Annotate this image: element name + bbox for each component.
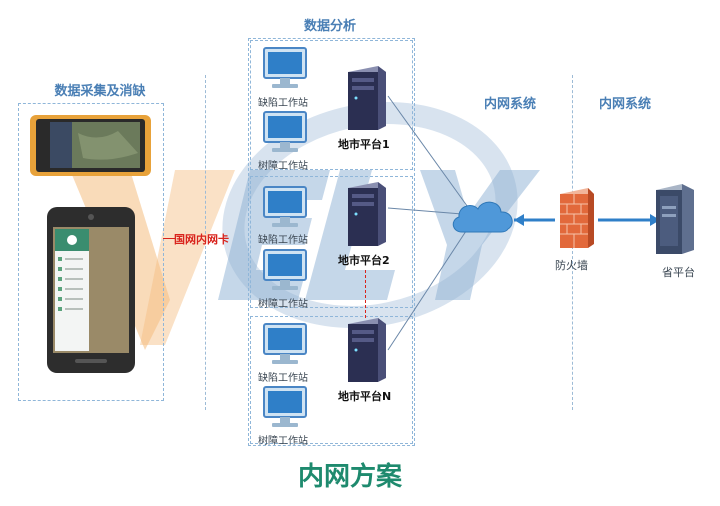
analysis-box — [248, 38, 415, 446]
server-label: 地市平台N — [338, 390, 392, 403]
province-label: 省平台 — [662, 266, 695, 279]
platform-link — [365, 270, 366, 318]
cloud-icon — [452, 201, 513, 233]
platform-group-1 — [250, 40, 413, 170]
server-icon — [348, 182, 386, 246]
workstation-label: 缺陷工作站 — [258, 235, 308, 246]
handheld-phone-icon — [47, 207, 135, 373]
tablet-device-icon — [30, 115, 151, 176]
card-arrow — [163, 238, 175, 240]
section-title-collection: 数据采集及消缺 — [54, 84, 146, 99]
monitor-icon — [263, 323, 307, 364]
platform-group-n — [250, 316, 413, 444]
workstation-label: 缺陷工作站 — [258, 98, 308, 109]
server-label: 地市平台2 — [338, 254, 390, 267]
firewall-icon — [560, 188, 594, 248]
monitor-icon — [263, 47, 307, 88]
province-server-icon — [656, 184, 694, 254]
monitor-icon — [263, 186, 307, 227]
monitor-icon — [263, 111, 307, 152]
monitor-icon — [263, 386, 307, 427]
workstation-label: 缺陷工作站 — [258, 373, 308, 384]
platform-group-2 — [250, 176, 413, 308]
separator-line — [205, 75, 206, 410]
collection-box — [18, 103, 164, 401]
footer-title: 内网方案 — [297, 462, 402, 492]
firewall-label: 防火墙 — [555, 259, 588, 272]
workstation-label: 树障工作站 — [258, 436, 308, 447]
section-title-intranet-2: 内网系统 — [598, 97, 651, 112]
workstation-label: 树障工作站 — [258, 161, 308, 172]
server-label: 地市平台1 — [338, 138, 390, 151]
workstation-label: 树障工作站 — [258, 299, 308, 310]
monitor-icon — [263, 249, 307, 290]
section-title-analysis: 数据分析 — [303, 19, 356, 34]
card-label: 国网内网卡 — [174, 233, 229, 246]
server-icon — [348, 318, 386, 382]
server-icon — [348, 66, 386, 130]
section-title-intranet-1: 内网系统 — [483, 97, 536, 112]
